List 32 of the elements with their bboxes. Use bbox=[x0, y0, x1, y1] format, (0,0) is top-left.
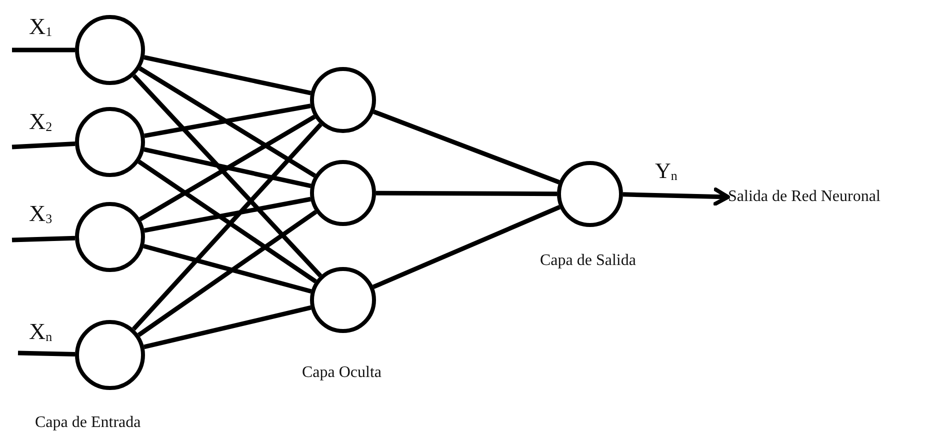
connection-line bbox=[372, 204, 561, 290]
connection-line bbox=[144, 196, 311, 233]
connection-line bbox=[144, 147, 312, 188]
connection-line bbox=[143, 244, 312, 294]
input-label: X$_{n}$ bbox=[29, 320, 52, 343]
connection-line bbox=[137, 210, 318, 337]
connection-line bbox=[12, 48, 75, 52]
connection-line bbox=[138, 66, 316, 178]
neuron-circle bbox=[310, 267, 376, 333]
connection-line bbox=[12, 142, 76, 150]
layer-label: Capa Oculta bbox=[302, 364, 382, 382]
connection-line bbox=[138, 160, 317, 284]
output-arrow bbox=[622, 188, 730, 206]
connection-line bbox=[144, 55, 312, 96]
connection-line bbox=[132, 74, 322, 278]
input-label: X$_{2}$ bbox=[29, 110, 52, 133]
neuron-circle bbox=[557, 161, 623, 227]
connection-line bbox=[18, 350, 76, 356]
connection-line bbox=[376, 190, 557, 196]
neuron-circle bbox=[310, 160, 376, 226]
input-label: X$_{3}$ bbox=[29, 202, 52, 225]
neuron-circle bbox=[310, 67, 376, 133]
output-text: Salida de Red Neuronal bbox=[728, 183, 933, 211]
connection-line bbox=[373, 110, 560, 184]
connection-line bbox=[139, 114, 316, 222]
layer-label: Capa de Entrada bbox=[35, 414, 141, 432]
connection-line bbox=[144, 104, 311, 138]
connection-line bbox=[132, 122, 322, 331]
input-label: X$_{1}$ bbox=[29, 15, 52, 38]
layer-label: Capa de Salida bbox=[540, 252, 636, 270]
connection-line bbox=[144, 305, 312, 350]
connection-line bbox=[12, 236, 76, 242]
